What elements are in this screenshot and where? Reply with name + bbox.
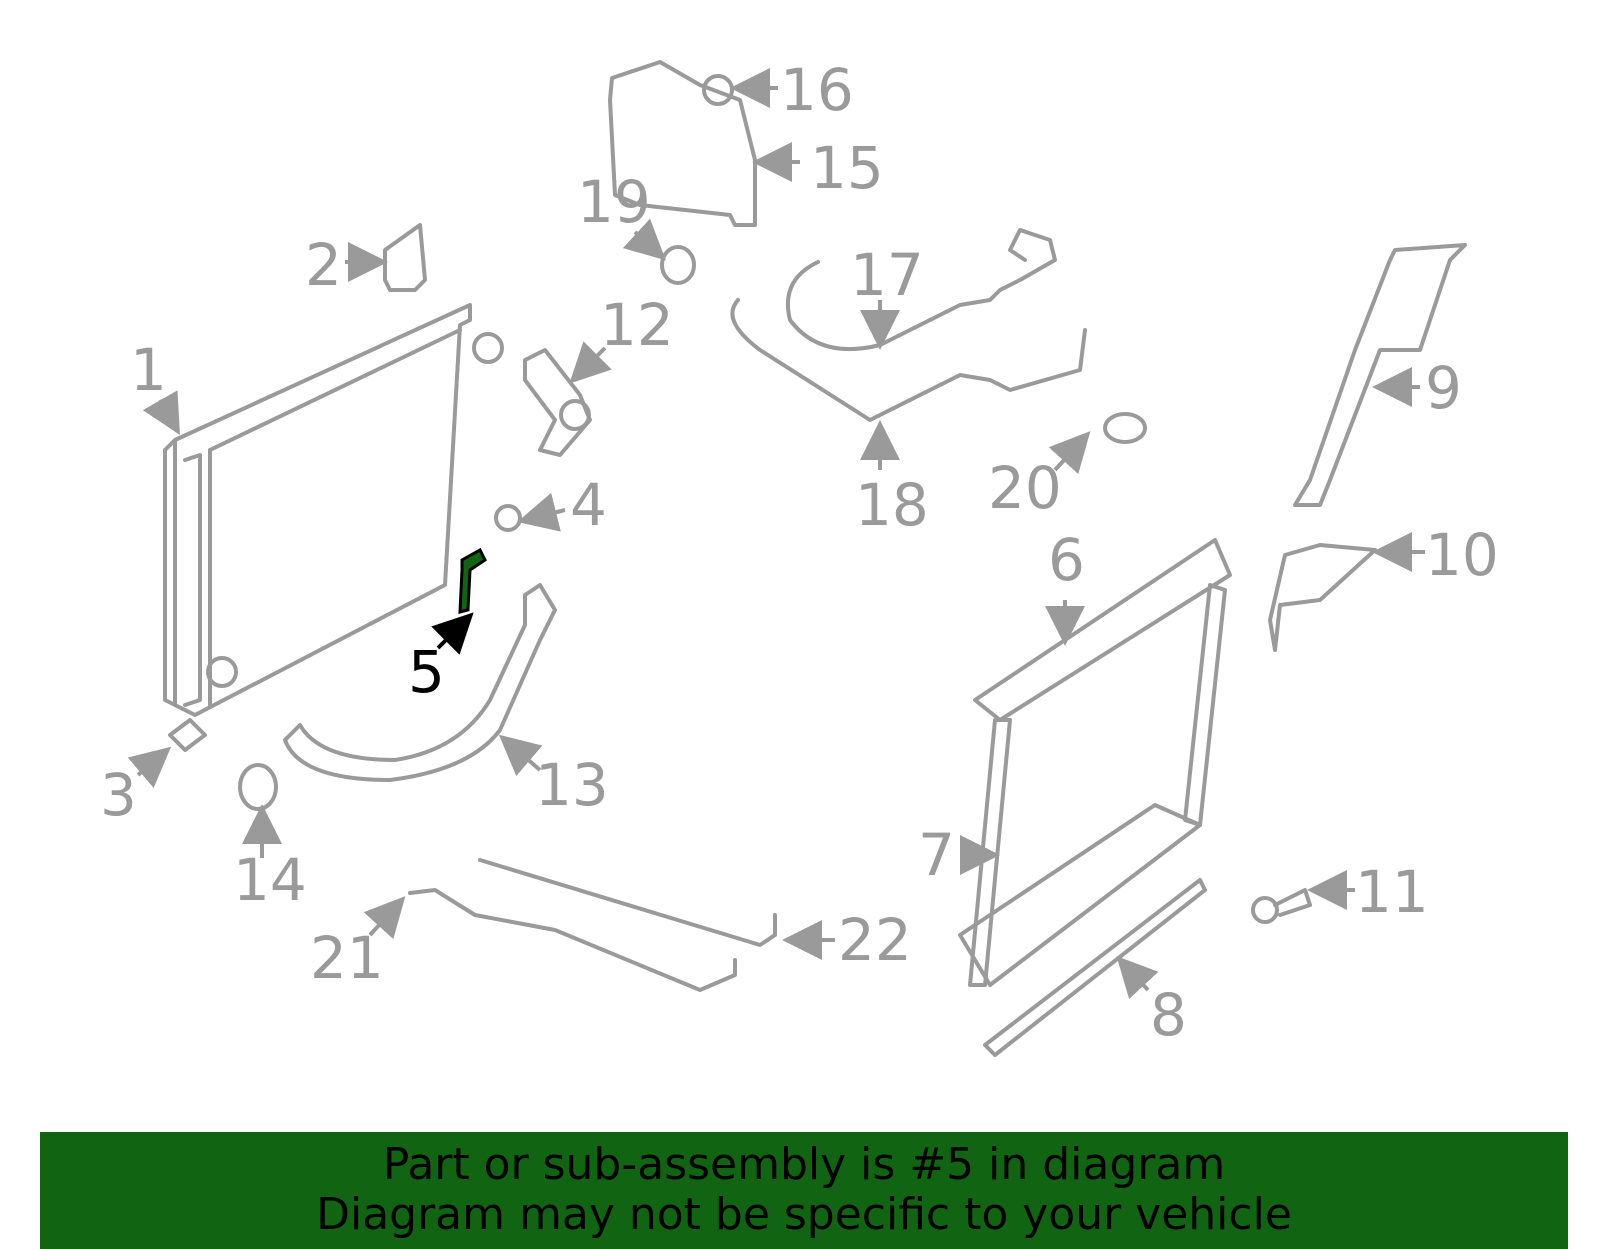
seal-part-8 xyxy=(983,878,1207,1057)
callout-16: 16 xyxy=(780,56,854,124)
deflector-part-10 xyxy=(1268,543,1377,652)
callout-8: 8 xyxy=(1150,981,1187,1049)
callout-17: 17 xyxy=(850,241,924,309)
info-banner: Part or sub-assembly is #5 in diagram Di… xyxy=(40,1132,1568,1249)
hose-part-18 xyxy=(730,298,1087,422)
clamp-part-20 xyxy=(1103,412,1147,444)
shroud-part-6 xyxy=(973,538,1232,722)
callout-3: 3 xyxy=(100,761,137,829)
callout-10: 10 xyxy=(1425,521,1499,589)
reservoir-part-15 xyxy=(608,60,757,227)
tube-part-22 xyxy=(478,858,777,947)
callout-13: 13 xyxy=(535,751,609,819)
deflector-part-9 xyxy=(1293,243,1467,507)
callout-19: 19 xyxy=(577,168,651,236)
callout-7: 7 xyxy=(918,821,955,889)
leader-lines xyxy=(127,68,1425,1000)
highlighted-part-5 xyxy=(458,547,487,614)
callout-1: 1 xyxy=(130,336,167,404)
banner-line-1: Part or sub-assembly is #5 in diagram xyxy=(382,1139,1226,1190)
clamp-part-14 xyxy=(238,763,278,811)
callout-15: 15 xyxy=(810,134,884,202)
callout-18: 18 xyxy=(855,471,929,539)
clip-part-11 xyxy=(1251,896,1279,924)
callout-21: 21 xyxy=(310,924,384,992)
callout-20: 20 xyxy=(988,454,1062,522)
callout-4: 4 xyxy=(570,471,607,539)
callout-11: 11 xyxy=(1355,858,1429,926)
banner-line-2: Diagram may not be specific to your vehi… xyxy=(316,1189,1292,1240)
hose-part-17 xyxy=(785,228,1057,352)
plug-part-4 xyxy=(494,504,522,532)
tube-part-21 xyxy=(408,888,737,992)
callout-22: 22 xyxy=(838,906,912,974)
clamp-part-19 xyxy=(660,245,696,285)
callout-2: 2 xyxy=(305,231,342,299)
callout-6: 6 xyxy=(1048,526,1085,594)
hose-part-12 xyxy=(523,348,592,457)
callout-9: 9 xyxy=(1425,354,1462,422)
callout-12: 12 xyxy=(600,291,674,359)
callout-5: 5 xyxy=(408,638,445,706)
radiator-part xyxy=(163,303,504,752)
hose-part-13 xyxy=(283,583,557,782)
callout-14: 14 xyxy=(233,846,307,914)
bracket-part-2 xyxy=(383,223,427,292)
shroud-part-7 xyxy=(958,583,1227,987)
parts-diagram: 1 2 3 4 5 6 7 8 9 10 11 12 13 14 15 16 1… xyxy=(100,56,1499,1057)
